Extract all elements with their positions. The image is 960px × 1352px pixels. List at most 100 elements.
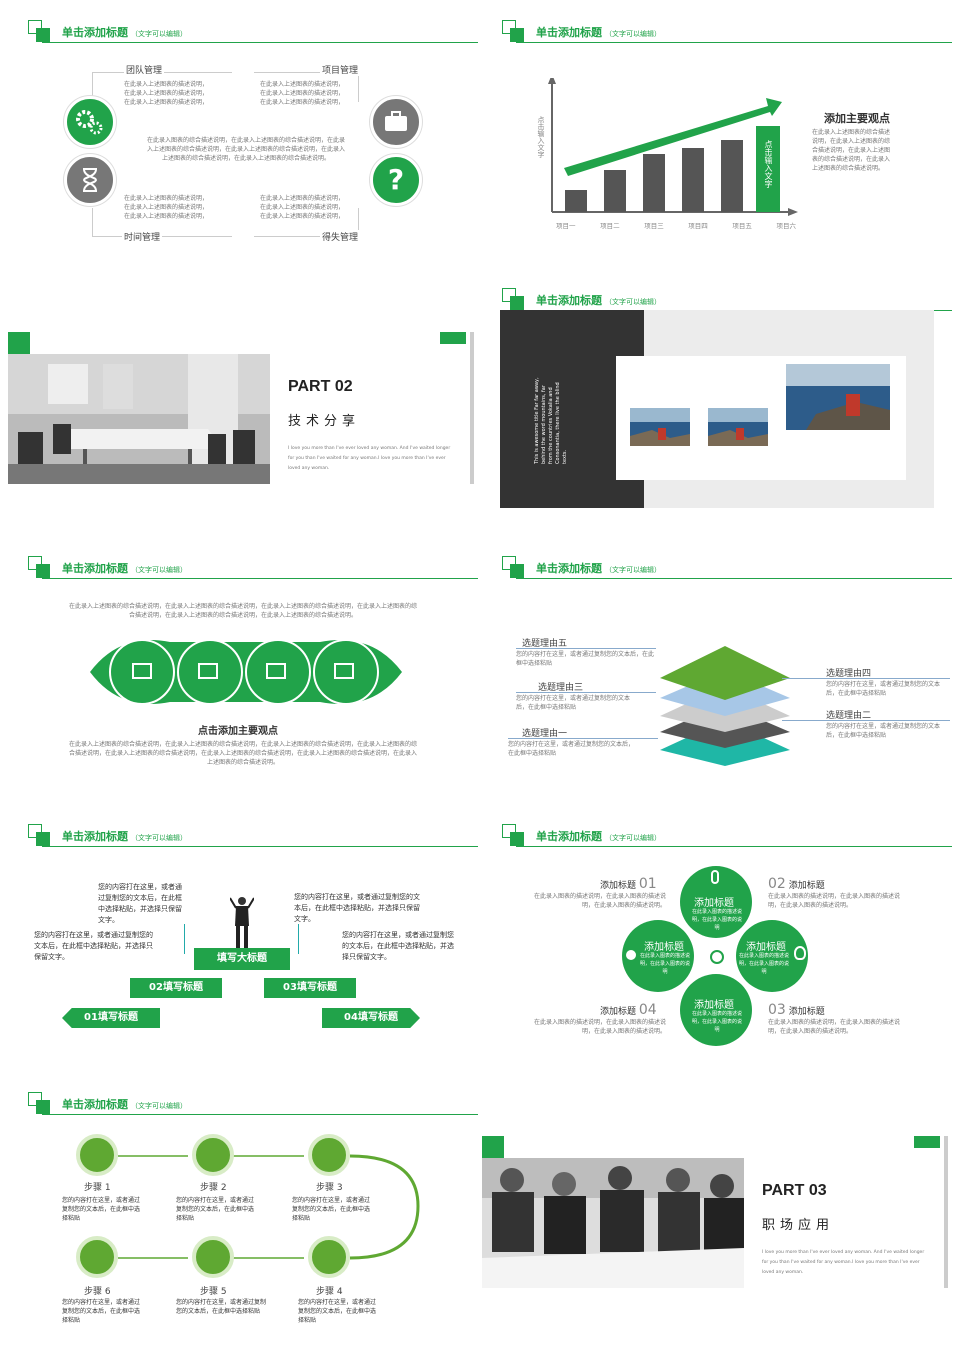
x-tick: 项目三: [644, 222, 664, 230]
banner-04: 04填写标题: [322, 1008, 420, 1028]
slide-6: 单击添加标题（文字可以编辑） 选题理由五 您的内容打在这里，或者通过复制您的文本…: [482, 544, 952, 800]
petal-desc: 在此录入图表的描述说明，在此录入图表的说明: [738, 953, 789, 975]
header-line: [42, 42, 478, 43]
desc-line: 在此录入上述图表的描述说明，: [260, 99, 345, 106]
main-point-desc: 在此录入上述图表的综合描述说明，在此录入上述图表的综合描述说明，在此录入上述图表…: [812, 129, 891, 172]
slide-2: 单击添加标题（文字可以编辑） 点击输入文字 点击输入文字 项目一 项目二 项目三…: [482, 8, 952, 264]
office-photo: [8, 354, 270, 484]
big-title-banner: 填写大标题: [194, 948, 290, 970]
petal-title: 添加标题: [694, 1000, 734, 1011]
banner-03: 03填写标题: [264, 978, 356, 998]
desc-line: 在此录入上述图表的描述说明，: [124, 90, 209, 97]
header-subtitle: （文字可以编辑）: [605, 834, 661, 842]
header-title: 单击添加标题: [536, 830, 602, 843]
step-desc: 您的内容打在这里，或者通过复制您的文本后，在此框中选择粘贴: [176, 1299, 267, 1315]
header-square-fill: [36, 28, 50, 42]
sea-photo: [786, 364, 890, 430]
step-label: 步骤 5: [200, 1287, 227, 1297]
bar-chart: [548, 78, 798, 216]
project-title: 项目管理: [320, 63, 361, 76]
slide-4: 单击添加标题（文字可以编辑） This is awesome title Far…: [482, 276, 952, 532]
reason-3-desc: 您的内容打在这里，或者通过复制您的文本后，在此框中选择粘贴: [516, 695, 631, 711]
reason-5-desc: 您的内容打在这里，或者通过复制您的文本后，在此框中选择粘贴: [516, 651, 655, 667]
text-block: 您的内容打在这里，或者通过复制您的文本后，在此框中选择粘贴，并选择只保留文字。: [342, 931, 454, 961]
step-desc: 您的内容打在这里，或者通过复制您的文本后，在此框中选择粘贴: [62, 1299, 141, 1324]
header-title: 单击添加标题: [62, 26, 128, 39]
item-desc: 在此录入图表的描述说明，在此录入图表的描述说明，在此录入图表的描述说明。: [534, 893, 667, 909]
x-tick: 项目四: [688, 222, 708, 230]
petal-desc: 在此录入图表的描述说明，在此录入图表的说明: [640, 953, 691, 975]
part-title: 技术分享: [288, 414, 361, 429]
header-subtitle: （文字可以编辑）: [131, 834, 187, 842]
businessman-figure: [230, 897, 254, 948]
header-title: 单击添加标题: [536, 294, 602, 307]
slide-8: 单击添加标题（文字可以编辑） 添加标题 在此录入图表的描述说明，在此录入图表的说…: [482, 812, 952, 1068]
y-axis-label: 点击输入文字: [537, 116, 545, 158]
item-desc: 在此录入图表的描述说明，在此录入图表的描述说明，在此录入图表的描述说明。: [768, 1019, 901, 1035]
share-icon: [626, 950, 636, 960]
desc-line: 在此录入上述图表的描述说明，: [260, 204, 345, 211]
item-number: 03: [768, 1002, 786, 1018]
desc-line: 在此录入上述图表的描述说明，: [124, 99, 209, 106]
item-number: 04: [638, 1002, 657, 1018]
slide-3: PART 02 技术分享 I love you more than I've e…: [8, 276, 478, 532]
x-tick: 项目一: [556, 222, 576, 230]
text-block: 您的内容打在这里，或者通过复制您的文本后，在此框中选择粘贴，并选择只保留文字。: [294, 893, 420, 923]
part-title: 职场应用: [762, 1218, 835, 1233]
microphone-icon: [711, 870, 719, 884]
header-title: 单击添加标题: [62, 1098, 128, 1111]
slide-9: 单击添加标题（文字可以编辑） 步骤 1 步骤 2 步骤 3 步骤 6 步骤 5 …: [8, 1080, 478, 1336]
slide-header: 单击添加标题（文字可以编辑）: [482, 544, 952, 584]
desc-line: 在此录入上述图表的描述说明，: [260, 213, 345, 220]
header-subtitle: （文字可以编辑）: [605, 298, 661, 306]
petal-title: 添加标题: [746, 942, 786, 953]
step-desc: 您的内容打在这里，或者通过复制您的文本后，在此框中选择粘贴: [176, 1197, 255, 1222]
vertical-text: This is awesome title Far far away, behi…: [534, 377, 568, 464]
desc-line: 在此录入上述图表的描述说明，: [124, 195, 209, 202]
reason-2: 选题理由二: [826, 711, 872, 721]
bar: [643, 154, 665, 212]
desc-line: 在此录入上述图表的描述说明，: [124, 204, 209, 211]
desc-line: 在此录入上述图表的描述说明，: [260, 195, 345, 202]
header-square-outline: [28, 20, 42, 34]
text-block: 您的内容打在这里，或者通过复制您的文本后，在此框中选择粘贴，并选择只保留文字。: [34, 931, 153, 961]
x-tick: 项目二: [600, 222, 620, 230]
main-point-title: 添加主要观点: [824, 112, 890, 125]
banner-02: 02填写标题: [130, 978, 222, 998]
header-subtitle: （文字可以编辑）: [131, 30, 187, 38]
header-subtitle: （文字可以编辑）: [605, 30, 661, 38]
desc-line: 在此录入上述图表的描述说明，: [260, 81, 345, 88]
header-title: 单击添加标题: [536, 26, 602, 39]
screen-icon: [334, 663, 354, 679]
item-number: 01: [638, 876, 657, 892]
header-title: 单击添加标题: [62, 830, 128, 843]
step-desc: 您的内容打在这里，或者通过复制您的文本后，在此框中选择粘贴: [298, 1299, 377, 1324]
meeting-photo: [482, 1158, 744, 1288]
slide-header: 单击添加标题（文字可以编辑）: [8, 812, 478, 852]
header-subtitle: （文字可以编辑）: [131, 1102, 187, 1110]
desc-line: 在此录入上述图表的描述说明，: [124, 81, 209, 88]
slide-header: 单击添加标题（文字可以编辑）: [8, 1080, 478, 1120]
coins-icon: [76, 1236, 118, 1278]
chart-icon: [266, 663, 286, 679]
windows-icon: [198, 663, 218, 679]
petal-desc: 在此录入图表的描述说明，在此录入图表的说明: [691, 909, 742, 931]
step-desc: 您的内容打在这里，或者通过复制您的文本后，在此框中选择粘贴: [62, 1197, 141, 1222]
bar-label: 点击输入文字: [764, 140, 773, 188]
reason-4: 选题理由四: [826, 669, 872, 679]
reason-5: 选题理由五: [522, 639, 568, 649]
part-number: PART 03: [762, 1182, 827, 1199]
layer-stack: [660, 646, 790, 766]
part-desc: I love you more than I've ever loved any…: [762, 1250, 925, 1275]
question-icon: ?: [370, 154, 422, 206]
slide-7: 单击添加标题（文字可以编辑） 您的内容打在这里，或者通过复制您的文本后，在此框中…: [8, 812, 478, 1068]
step-label: 步骤 2: [200, 1183, 227, 1193]
bar: [604, 170, 626, 212]
slide-header: 单击添加标题（文字可以编辑）: [482, 812, 952, 852]
item-title: 添加标题: [788, 881, 825, 891]
bar: [682, 148, 704, 212]
bar: [756, 126, 780, 212]
item-desc: 在此录入图表的描述说明，在此录入图表的描述说明，在此录入图表的描述说明。: [768, 893, 901, 909]
item-number: 02: [768, 876, 786, 892]
reason-2-desc: 您的内容打在这里，或者通过复制您的文本后，在此框中选择粘贴: [826, 723, 941, 739]
